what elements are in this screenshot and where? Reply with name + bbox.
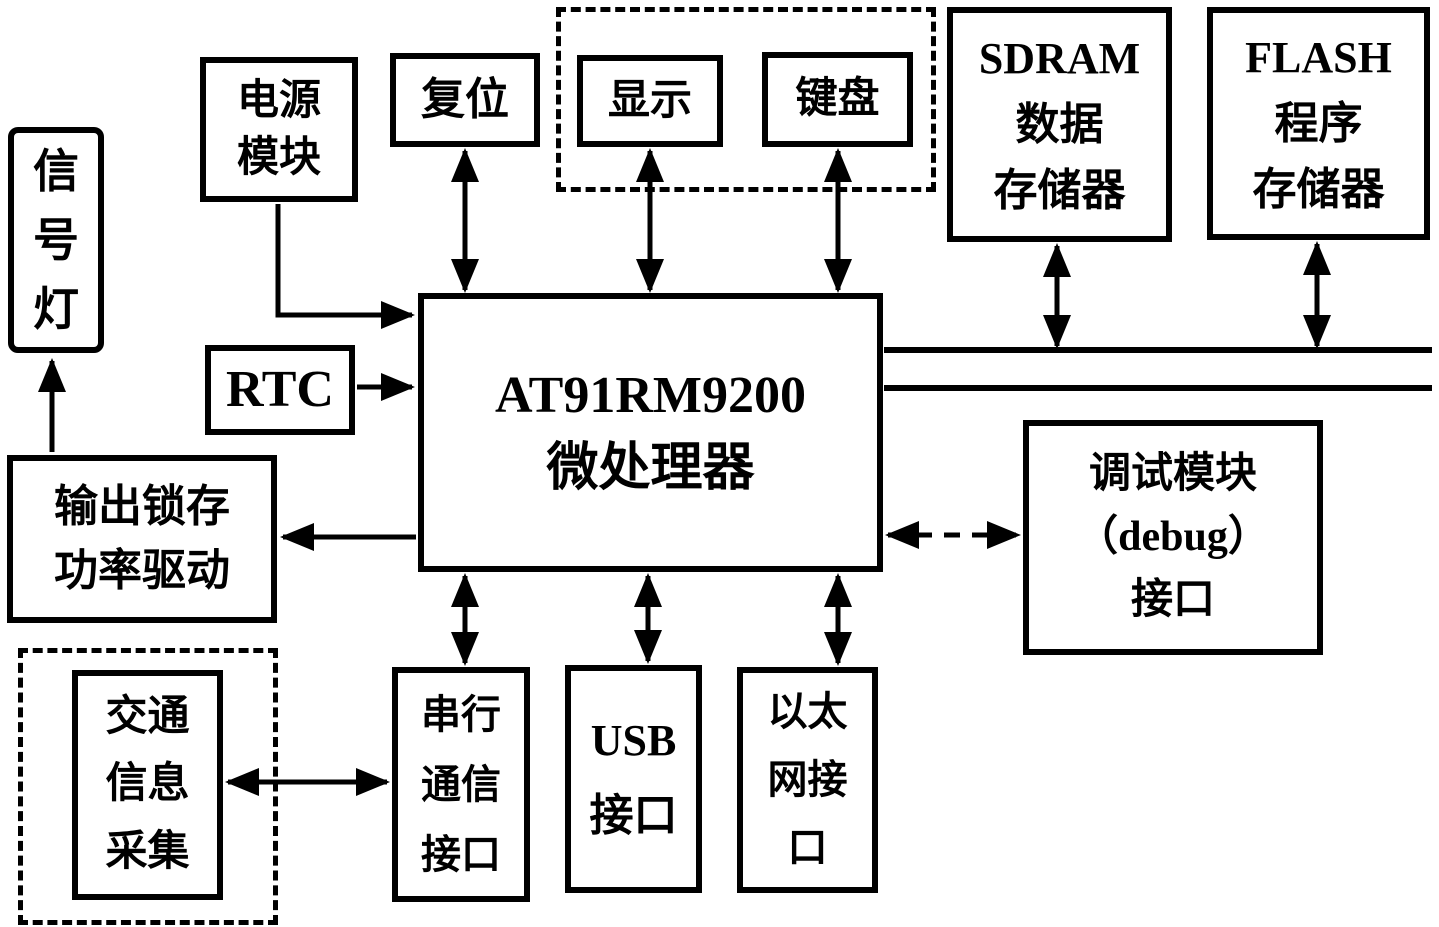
block-mcu-at91rm9200: AT91RM9200 微处理器	[418, 293, 883, 572]
traffic-group-dashed-box	[18, 648, 278, 925]
block-power-module: 电源 模块	[200, 57, 358, 202]
block-signal-light: 信 号 灯	[8, 127, 104, 353]
block-rtc: RTC	[205, 345, 355, 435]
arrow-power-to-mcu	[275, 204, 415, 329]
block-sdram-data-memory: SDRAM 数据 存储器	[947, 7, 1172, 242]
block-ethernet-interface: 以太 网接 口	[737, 667, 878, 893]
block-usb-interface: USB 接口	[565, 665, 702, 893]
block-traffic-info-collection: 交通 信息 采集	[72, 670, 223, 900]
block-flash-program-memory: FLASH 程序 存储器	[1207, 7, 1430, 240]
block-keyboard: 键盘	[762, 52, 913, 147]
block-display: 显示	[577, 55, 723, 147]
block-serial-comm-interface: 串行 通信 接口	[392, 667, 530, 902]
block-output-latch-power-drive: 输出锁存 功率驱动	[7, 455, 277, 623]
block-debug-interface: 调试模块 （debug） 接口	[1023, 420, 1323, 655]
peripheral-group-dashed-box	[556, 7, 936, 192]
block-reset: 复位	[390, 53, 540, 147]
